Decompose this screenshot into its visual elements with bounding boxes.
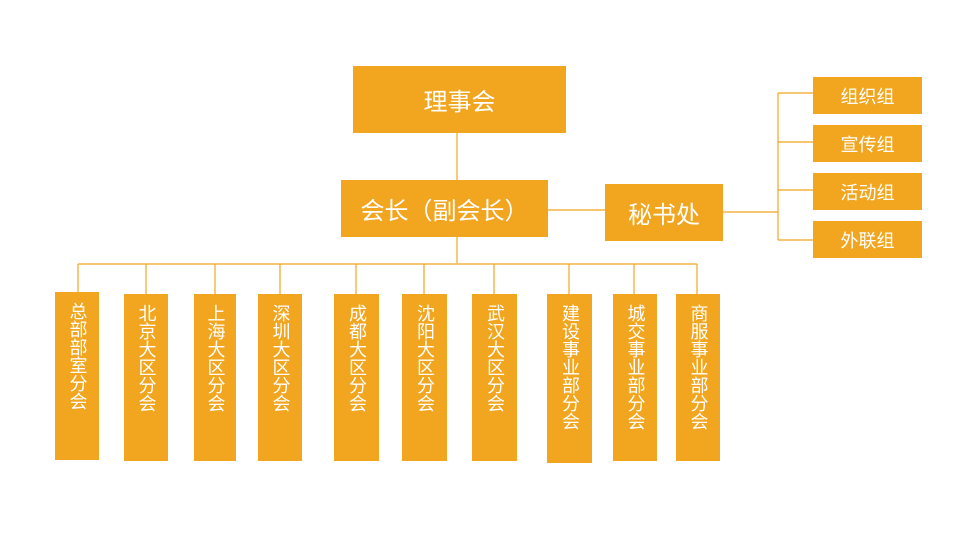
group-label: 宣传组 [840,134,895,156]
branch-label: 城交事业部分会 [624,304,646,430]
branch-label: 沈阳大区分会 [414,304,435,412]
council-label: 理事会 [423,88,496,116]
president-box[interactable]: 会长（副会长） [341,180,548,237]
secretariat-label: 秘书处 [628,201,700,229]
branch-box-beijing[interactable]: 北京大区分会 [124,294,168,461]
branch-box-wuhan[interactable]: 武汉大区分会 [472,294,517,461]
branch-label: 总部部室分会 [66,302,88,410]
branch-box-commercial-service[interactable]: 商服事业部分会 [676,294,720,461]
group-box-activities[interactable]: 活动组 [813,173,922,210]
branch-label: 北京大区分会 [135,304,157,412]
branch-box-urban-transport[interactable]: 城交事业部分会 [613,294,657,461]
group-box-publicity[interactable]: 宣传组 [813,125,922,162]
branch-box-construction[interactable]: 建设事业部分会 [547,294,592,463]
branch-label: 武汉大区分会 [484,304,505,412]
council-box[interactable]: 理事会 [353,66,566,133]
branch-label: 深圳大区分会 [269,304,291,412]
group-label: 组织组 [840,86,895,108]
group-box-organization[interactable]: 组织组 [813,77,922,114]
branch-box-shenzhen[interactable]: 深圳大区分会 [258,294,302,461]
president-label: 会长（副会长） [360,197,529,225]
branch-box-headquarters[interactable]: 总部部室分会 [55,292,99,460]
group-label: 外联组 [840,230,895,252]
branch-box-shanghai[interactable]: 上海大区分会 [194,294,236,461]
group-box-liaison[interactable]: 外联组 [813,221,922,258]
branch-label: 商服事业部分会 [687,304,709,430]
branch-label: 成都大区分会 [346,304,367,412]
group-label: 活动组 [840,182,895,204]
branch-label: 上海大区分会 [204,304,226,412]
branch-label: 建设事业部分会 [559,304,580,430]
secretariat-box[interactable]: 秘书处 [605,184,723,241]
branch-box-shenyang[interactable]: 沈阳大区分会 [402,294,447,461]
branch-box-chengdu[interactable]: 成都大区分会 [334,294,379,461]
